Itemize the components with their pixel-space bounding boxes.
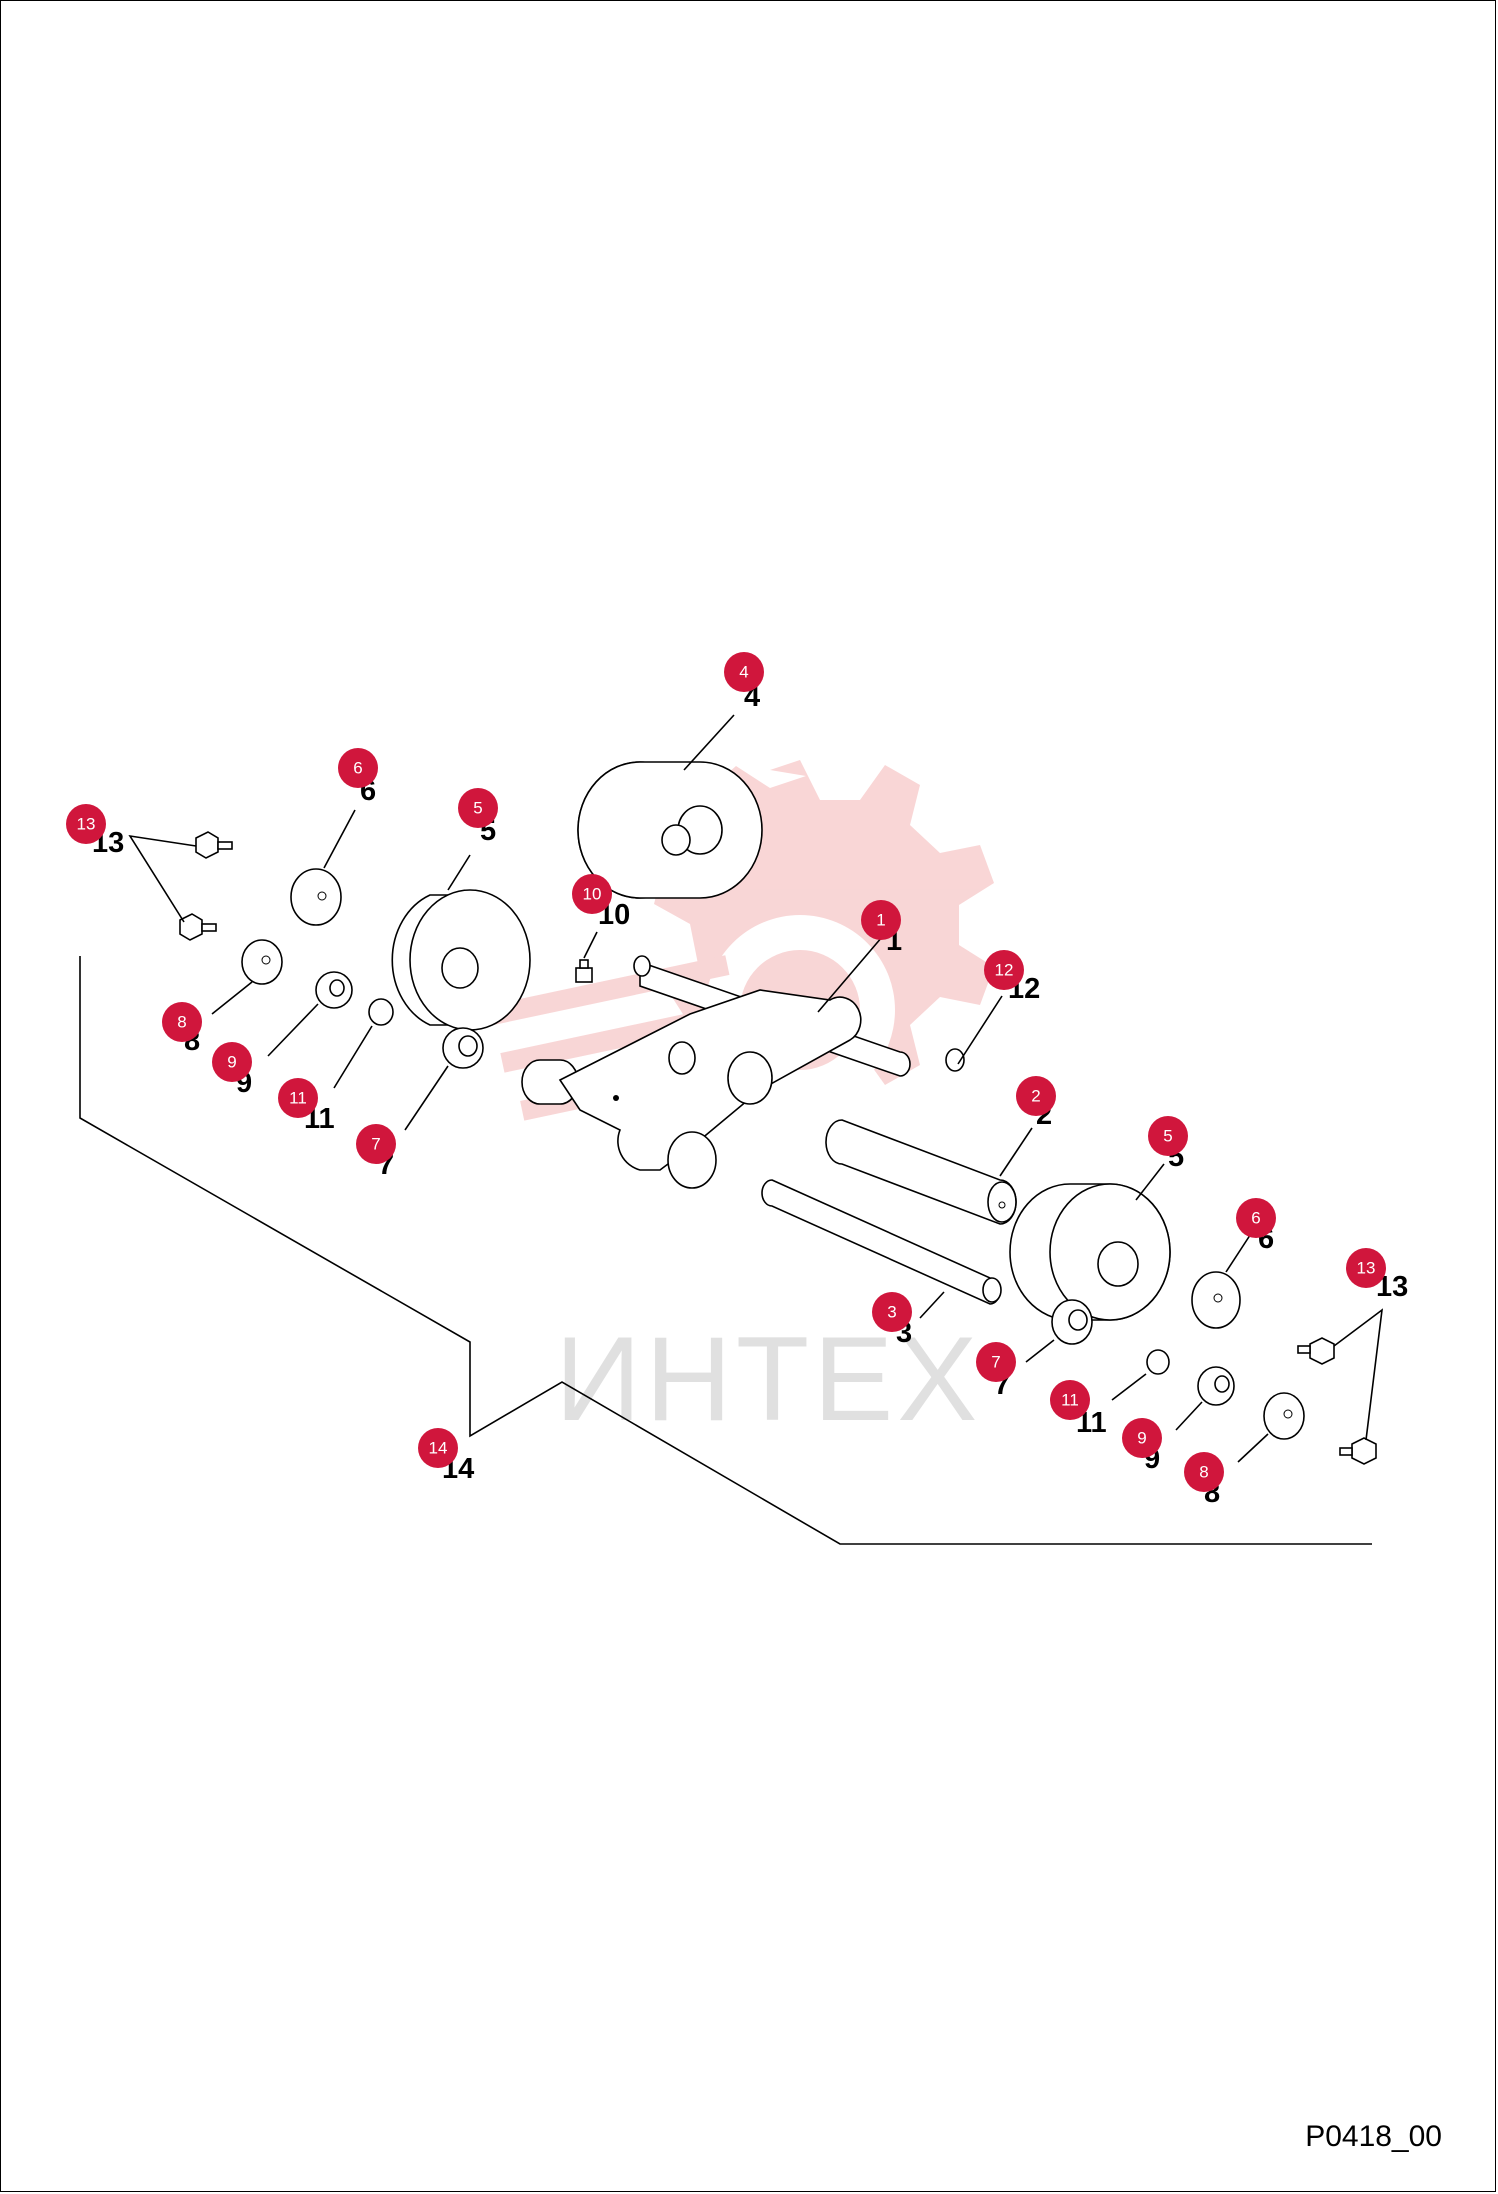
svg-text:2: 2 — [1031, 1087, 1040, 1106]
part-9-bushing-right — [1175, 1366, 1235, 1431]
part-3-shaft — [761, 1179, 1002, 1319]
part-8-washer-right — [1237, 1392, 1305, 1463]
callout-badge-8-right[interactable]: 8 — [1184, 1452, 1224, 1492]
part-5-roller-left — [391, 854, 531, 1031]
part-12-pin — [957, 995, 1003, 1065]
svg-text:9: 9 — [1137, 1429, 1146, 1448]
svg-text:6: 6 — [353, 759, 362, 778]
svg-text:5: 5 — [473, 799, 482, 818]
svg-text:9: 9 — [227, 1053, 236, 1072]
part-1-rocker-arm — [521, 929, 965, 1189]
svg-text:1: 1 — [876, 911, 885, 930]
svg-text:11: 11 — [1061, 1391, 1079, 1410]
callout-badge-10[interactable]: 10 — [572, 874, 612, 914]
assembly-bracket-line — [79, 956, 1372, 1545]
part-11-ring-right — [1111, 1349, 1170, 1401]
callout-badge-8-left[interactable]: 8 — [162, 1002, 202, 1042]
callout-badge-7-left[interactable]: 7 — [356, 1124, 396, 1164]
callout-badge-3[interactable]: 3 — [872, 1292, 912, 1332]
part-13-bolts-left — [128, 831, 233, 941]
svg-text:8: 8 — [1199, 1463, 1208, 1482]
svg-text:7: 7 — [991, 1353, 1000, 1372]
part-6-washer-left — [290, 809, 356, 926]
callout-badge-13-right[interactable]: 13 — [1346, 1248, 1386, 1288]
svg-text:13: 13 — [77, 815, 96, 834]
callout-badge-11-left[interactable]: 11 — [278, 1078, 318, 1118]
svg-text:4: 4 — [739, 663, 748, 682]
svg-text:8: 8 — [177, 1013, 186, 1032]
svg-text:6: 6 — [1251, 1209, 1260, 1228]
part-6-washer-right — [1191, 1225, 1257, 1329]
callout-badge-11-right[interactable]: 11 — [1050, 1380, 1090, 1420]
callout-badge-12[interactable]: 12 — [984, 950, 1024, 990]
part-10-grease-fitting — [575, 931, 598, 983]
callout-badge-13-left[interactable]: 13 — [66, 804, 106, 844]
part-5-roller-right — [1009, 1163, 1171, 1321]
svg-text:13: 13 — [1357, 1259, 1376, 1278]
part-8-washer-left — [211, 939, 283, 1015]
callout-badge-2[interactable]: 2 — [1016, 1076, 1056, 1116]
part-13-bolts-right — [1297, 1308, 1384, 1465]
callout-badge-6-right[interactable]: 6 — [1236, 1198, 1276, 1238]
part-7-bushing-left — [404, 1027, 484, 1131]
svg-text:10: 10 — [583, 885, 602, 904]
callout-badge-1[interactable]: 1 — [861, 900, 901, 940]
watermark-text: ИНТЕХ — [555, 1312, 981, 1446]
svg-text:11: 11 — [289, 1089, 307, 1108]
callout-badge-14[interactable]: 14 — [418, 1428, 458, 1468]
drawing-code: P0418_00 — [1305, 2120, 1442, 2153]
part-4-roller — [577, 714, 763, 899]
callout-badge-9-right[interactable]: 9 — [1122, 1418, 1162, 1458]
part-11-ring-left — [333, 998, 394, 1089]
callout-badge-7-right[interactable]: 7 — [976, 1342, 1016, 1382]
callout-badge-6-left[interactable]: 6 — [338, 748, 378, 788]
callout-badge-5-right[interactable]: 5 — [1148, 1116, 1188, 1156]
svg-text:7: 7 — [371, 1135, 380, 1154]
callout-badge-4[interactable]: 4 — [724, 652, 764, 692]
svg-text:3: 3 — [887, 1303, 896, 1322]
callout-badge-5-left[interactable]: 5 — [458, 788, 498, 828]
svg-text:12: 12 — [995, 961, 1014, 980]
part-7-bushing-right — [1025, 1299, 1093, 1363]
callout-badge-9-left[interactable]: 9 — [212, 1042, 252, 1082]
part-2-shaft — [825, 1119, 1033, 1225]
svg-text:5: 5 — [1163, 1127, 1172, 1146]
svg-text:14: 14 — [429, 1439, 448, 1458]
part-9-bushing-left — [267, 971, 353, 1057]
callout-badges: 4 6 5 13 10 1 12 8 9 11 7 2 5 6 13 3 7 1… — [66, 652, 1386, 1492]
